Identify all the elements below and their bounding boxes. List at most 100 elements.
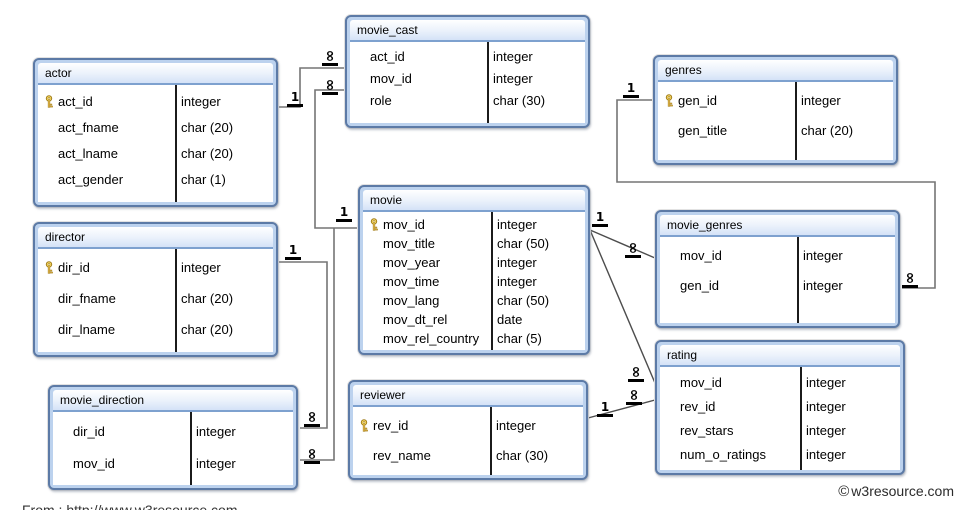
field-name: dir_fname [58, 291, 116, 306]
field-row: gen_id integer [658, 85, 893, 115]
field-type: integer [497, 255, 537, 270]
field-row: dir_id integer [38, 252, 273, 283]
cardinality-many-movie_genres: ∞ [624, 242, 642, 258]
field-type: char (30) [493, 92, 546, 108]
connector-director-movie_direction [278, 261, 328, 429]
column-divider [491, 212, 493, 350]
field-row: dir_id integer [53, 415, 293, 447]
cardinality-many-movie_cast-act: ∞ [321, 50, 339, 66]
column-divider [175, 85, 177, 202]
connector-actor-movie_cast [278, 67, 345, 108]
field-type: char (20) [181, 145, 234, 161]
field-name: dir_id [73, 423, 105, 439]
table-title: movie_cast [350, 20, 585, 40]
field-name: dir_id [58, 260, 90, 275]
field-row: gen_id integer [660, 270, 895, 300]
primary-key-icon [368, 218, 383, 231]
field-type: integer [497, 217, 537, 232]
field-type: char (20) [801, 122, 854, 138]
table-title: movie_direction [53, 390, 293, 410]
cardinality-many-rating-mov: ∞ [627, 366, 645, 382]
primary-key-icon [43, 261, 58, 274]
field-type: integer [196, 423, 236, 439]
column-divider [797, 237, 799, 323]
source-caption: From : http://www.w3resource.com [22, 502, 238, 510]
table-title: reviewer [353, 385, 583, 405]
table-title: genres [658, 60, 893, 80]
field-name: gen_id [678, 92, 718, 108]
field-type: char (20) [181, 291, 234, 306]
connector-movie-rating [589, 229, 656, 384]
connector-genres-movie_genres [616, 99, 936, 289]
field-name: mov_year [383, 255, 441, 270]
table-title: movie_genres [660, 215, 895, 235]
cardinality-many-movie_direction-dir: ∞ [303, 411, 321, 427]
column-divider [800, 367, 802, 470]
field-name: rev_id [373, 417, 409, 433]
field-type: char (50) [497, 293, 550, 308]
field-type: integer [181, 260, 221, 275]
connector-movie-movie_genres [589, 229, 656, 259]
field-name: mov_lang [383, 293, 440, 308]
field-type: integer [196, 455, 236, 471]
field-name: act_gender [58, 171, 124, 187]
field-type: integer [803, 247, 843, 263]
field-type: integer [803, 277, 843, 293]
connector-movie-movie_cast [314, 89, 358, 229]
field-name: rev_stars [680, 422, 734, 438]
field-type: integer [493, 48, 533, 64]
field-type: date [497, 312, 523, 327]
field-name: rev_name [373, 447, 431, 463]
cardinality-one-reviewer: 1 [596, 401, 614, 417]
primary-key-icon [663, 93, 678, 107]
connector-movie-movie_direction [300, 228, 335, 461]
cardinality-many-movie_direction-mov: ∞ [303, 448, 321, 464]
cardinality-many-rating-rev: ∞ [625, 389, 643, 405]
primary-key-icon [358, 418, 373, 432]
copyright-notice: ©w3resource.com [838, 483, 954, 500]
table-title: movie [363, 190, 585, 210]
field-type: char (20) [181, 322, 234, 337]
field-name: mov_id [383, 217, 425, 232]
field-row: dir_fname char (20) [38, 283, 273, 314]
field-name: mov_id [680, 247, 722, 263]
field-type: char (20) [181, 119, 234, 135]
field-name: mov_dt_rel [383, 312, 448, 327]
field-name: gen_id [680, 277, 720, 293]
column-divider [175, 249, 177, 352]
field-type: char (50) [497, 236, 550, 251]
field-type: integer [181, 93, 221, 109]
copyright-icon: © [838, 483, 850, 500]
field-row: mov_dt_rel date [363, 310, 585, 329]
field-row: mov_year integer [363, 253, 585, 272]
field-row: mov_id integer [660, 240, 895, 270]
table-title: director [38, 227, 273, 247]
field-type: integer [801, 92, 841, 108]
cardinality-many-movie_genres-right: ∞ [901, 272, 919, 288]
